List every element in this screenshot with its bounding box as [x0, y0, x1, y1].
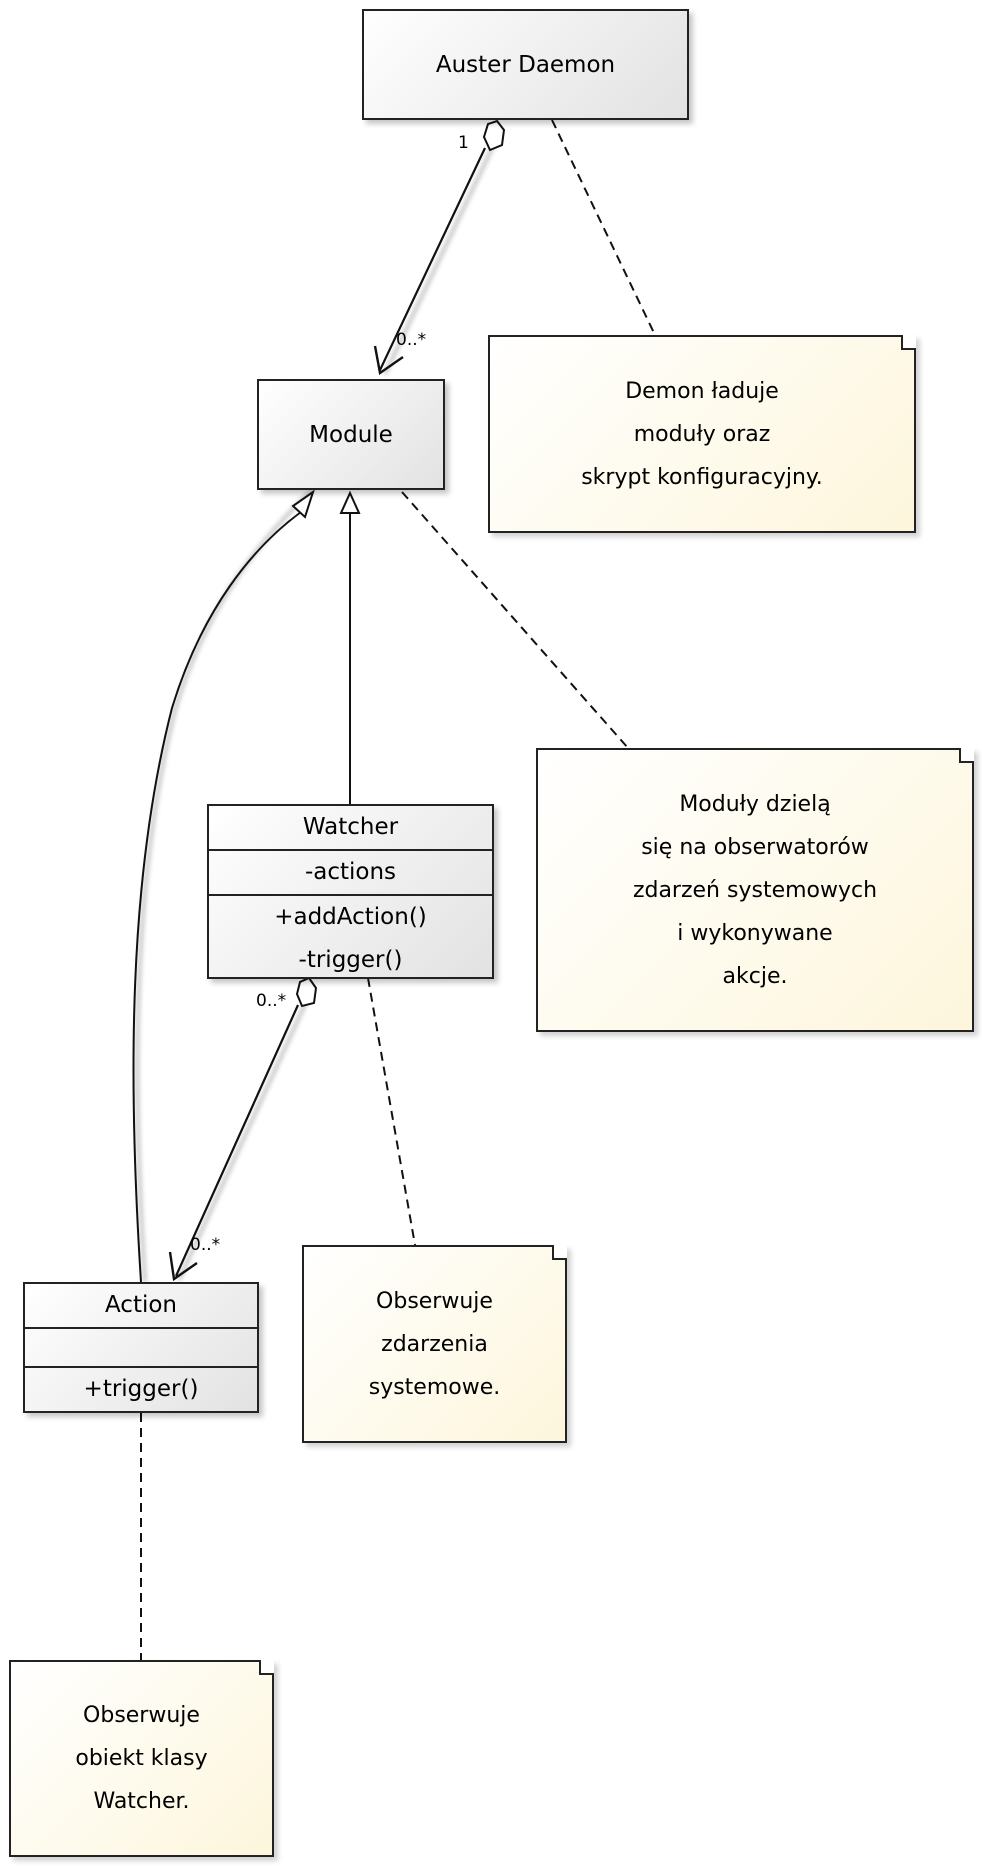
note-line: się na obserwatorów [641, 834, 869, 860]
note-line: akcje. [722, 963, 788, 989]
note-line: Demon ładuje [625, 378, 779, 404]
note-action[interactable]: Obserwuje obiekt klasy Watcher. [9, 1660, 274, 1857]
aggregation-watcher-action: 0..* 0..* [168, 976, 318, 1282]
multiplicity-action: 0..* [190, 1235, 220, 1255]
class-name: Module [309, 421, 393, 448]
method: +trigger() [83, 1376, 199, 1402]
attributes-section [25, 1327, 257, 1366]
generalization-watcher-module [339, 490, 361, 805]
class-module[interactable]: Module [257, 379, 445, 490]
method: -trigger() [298, 947, 403, 973]
note-line: zdarzeń systemowych [632, 877, 878, 903]
note-line: Obserwuje [83, 1703, 200, 1728]
note-line: zdarzenia [381, 1331, 488, 1357]
multiplicity-module: 0..* [396, 330, 426, 350]
method: +addAction() [274, 904, 427, 930]
hollow-triangle-icon [339, 490, 361, 514]
note-line: obiekt klasy [75, 1746, 208, 1771]
generalization-curve [132, 511, 302, 1283]
note-line: Watcher. [93, 1789, 190, 1814]
class-name: Watcher [302, 814, 399, 840]
class-name: Action [104, 1292, 178, 1318]
aggregation-daemon-module: 1 0..* [373, 119, 506, 376]
note-line: systemowe. [368, 1374, 501, 1400]
association-line [174, 1004, 300, 1277]
open-arrowhead-icon [168, 1251, 198, 1282]
class-action[interactable]: Action +trigger() [23, 1282, 259, 1413]
note-line: Moduły dzielą [679, 791, 831, 817]
open-arrowhead-icon [373, 345, 404, 376]
multiplicity-daemon: 1 [458, 133, 469, 153]
class-watcher[interactable]: Watcher -actions +addAction() -trigger() [207, 804, 494, 979]
note-watcher[interactable]: Obserwuje zdarzenia systemowe. [302, 1245, 567, 1443]
class-name: Auster Daemon [435, 51, 616, 78]
note-daemon[interactable]: Demon ładuje moduły oraz skrypt konfigur… [488, 335, 916, 533]
generalization-action-module [132, 489, 315, 1283]
note-anchor-module [401, 491, 629, 749]
note-anchor-daemon [551, 119, 656, 336]
class-auster-daemon[interactable]: Auster Daemon [362, 9, 689, 120]
class-name-section: Action [25, 1284, 257, 1327]
attribute: -actions [304, 859, 397, 885]
class-name-section: Watcher [209, 806, 492, 849]
methods-section: +addAction() -trigger() [209, 894, 492, 982]
aggregation-diamond-icon [482, 119, 506, 152]
connector-shadows [135, 141, 497, 1283]
multiplicity-watcher: 0..* [256, 991, 286, 1011]
aggregation-diamond-icon [295, 976, 318, 1008]
note-line: moduły oraz [633, 421, 771, 447]
methods-section: +trigger() [25, 1366, 257, 1411]
hollow-triangle-icon [291, 489, 315, 519]
attributes-section: -actions [209, 849, 492, 894]
note-line: skrypt konfiguracyjny. [581, 464, 823, 490]
note-anchor-watcher [367, 977, 416, 1246]
note-line: i wykonywane [677, 920, 833, 946]
note-line: Obserwuje [376, 1288, 493, 1314]
note-module[interactable]: Moduły dzielą się na obserwatorów zdarze… [536, 748, 974, 1032]
association-line [379, 147, 486, 371]
